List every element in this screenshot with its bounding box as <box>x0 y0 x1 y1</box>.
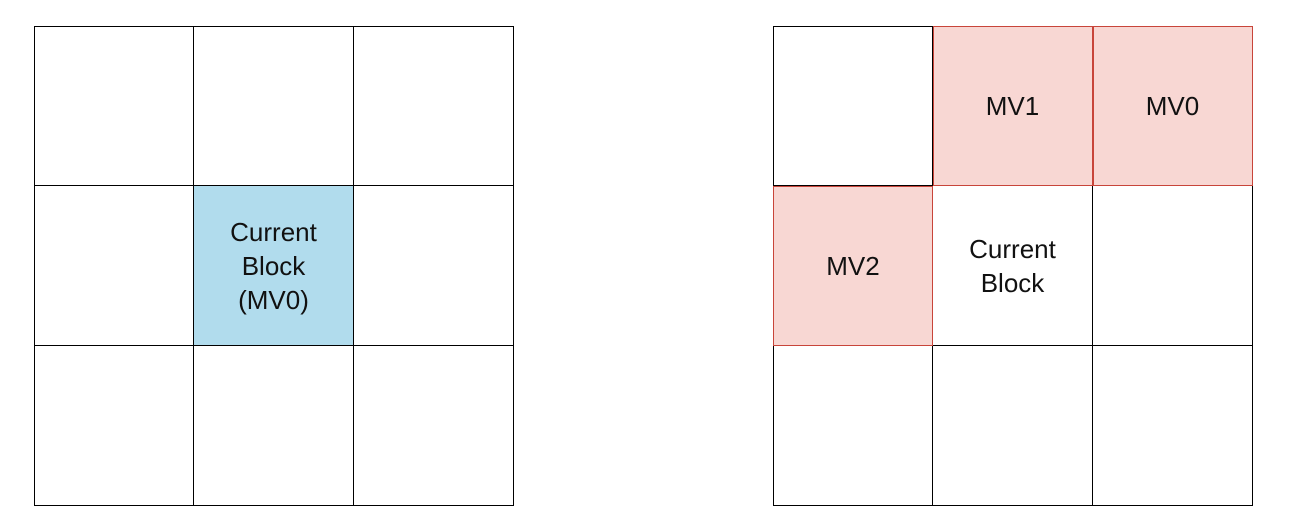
right-neighbor-grid: MV1 MV0 MV2 Current Block <box>773 26 1253 506</box>
current-block-cell: Current Block (MV0) <box>194 186 354 346</box>
grid-cell-top-center <box>194 26 354 186</box>
grid-cell-bottom-center <box>933 346 1093 506</box>
grid-cell-bottom-left <box>34 346 194 506</box>
grid-cell-top-left <box>34 26 194 186</box>
grid-cell-bottom-left <box>773 346 933 506</box>
mv2-candidate-cell: MV2 <box>773 186 933 346</box>
current-block-cell: Current Block <box>933 186 1093 346</box>
grid-cell-middle-right <box>1093 186 1253 346</box>
grid-cell-middle-left <box>34 186 194 346</box>
grid-cell-bottom-right <box>1093 346 1253 506</box>
left-neighbor-grid: Current Block (MV0) <box>34 26 514 506</box>
grid-cell-top-left <box>773 26 933 186</box>
grid-cell-bottom-center <box>194 346 354 506</box>
mv0-candidate-cell: MV0 <box>1093 26 1253 186</box>
mv1-candidate-cell: MV1 <box>933 26 1093 186</box>
grid-cell-bottom-right <box>354 346 514 506</box>
grid-cell-middle-right <box>354 186 514 346</box>
grid-cell-top-right <box>354 26 514 186</box>
